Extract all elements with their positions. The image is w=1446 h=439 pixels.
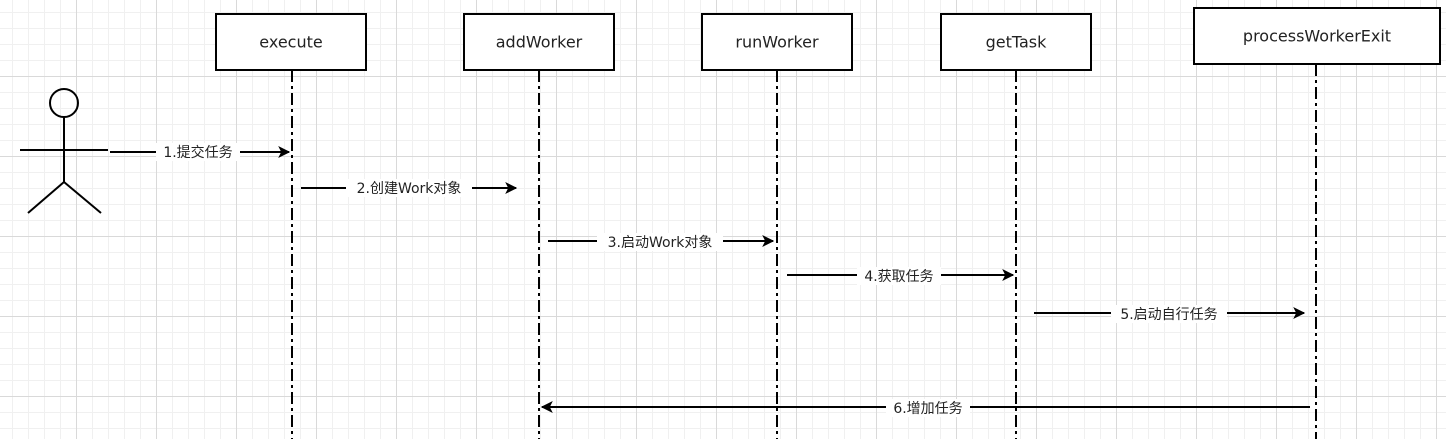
message-label: 5.启动自行任务: [1120, 307, 1217, 323]
stick-figure-actor-icon: [20, 88, 108, 214]
participant-label: getTask: [986, 33, 1048, 52]
message-label-background: [346, 179, 472, 197]
message-5[interactable]: 5.启动自行任务: [1034, 305, 1306, 323]
message-6[interactable]: 6.增加任务: [540, 399, 1310, 417]
participant-box: [215, 13, 367, 71]
message-label: 1.提交任务: [163, 144, 232, 161]
participant-execute[interactable]: execute: [215, 13, 367, 71]
actor-head: [49, 88, 79, 118]
message-label: 4.获取任务: [864, 269, 933, 285]
participant-label: processWorkerExit: [1243, 27, 1391, 46]
participant-box: [463, 13, 615, 71]
message-3[interactable]: 3.启动Work对象: [548, 233, 775, 251]
participant-processWorkerExit[interactable]: processWorkerExit: [1193, 7, 1441, 65]
participant-box: [1193, 7, 1441, 65]
message-1[interactable]: 1.提交任务: [110, 143, 291, 161]
lifelines: [291, 64, 1317, 439]
message-label: 3.启动Work对象: [608, 235, 713, 251]
message-label: 6.增加任务: [893, 401, 962, 417]
actor-left-leg: [27, 181, 65, 214]
participant-addWorker[interactable]: addWorker: [463, 13, 615, 71]
participant-label: addWorker: [496, 33, 583, 52]
message-label: 2.创建Work对象: [357, 181, 462, 197]
message-label-background: [857, 267, 941, 285]
participant-runWorker[interactable]: runWorker: [701, 13, 853, 71]
message-label-background: [886, 399, 970, 417]
message-label-background: [597, 233, 723, 251]
participant-label: runWorker: [735, 33, 819, 52]
participant-box: [701, 13, 853, 71]
participant-box: [940, 13, 1092, 71]
participant-label: execute: [259, 33, 322, 52]
participant-getTask[interactable]: getTask: [940, 13, 1092, 71]
message-label-background: [1111, 305, 1227, 323]
message-4[interactable]: 4.获取任务: [787, 267, 1015, 285]
message-label-background: [156, 143, 240, 161]
message-2[interactable]: 2.创建Work对象: [301, 179, 518, 197]
actor-right-leg: [63, 181, 102, 214]
